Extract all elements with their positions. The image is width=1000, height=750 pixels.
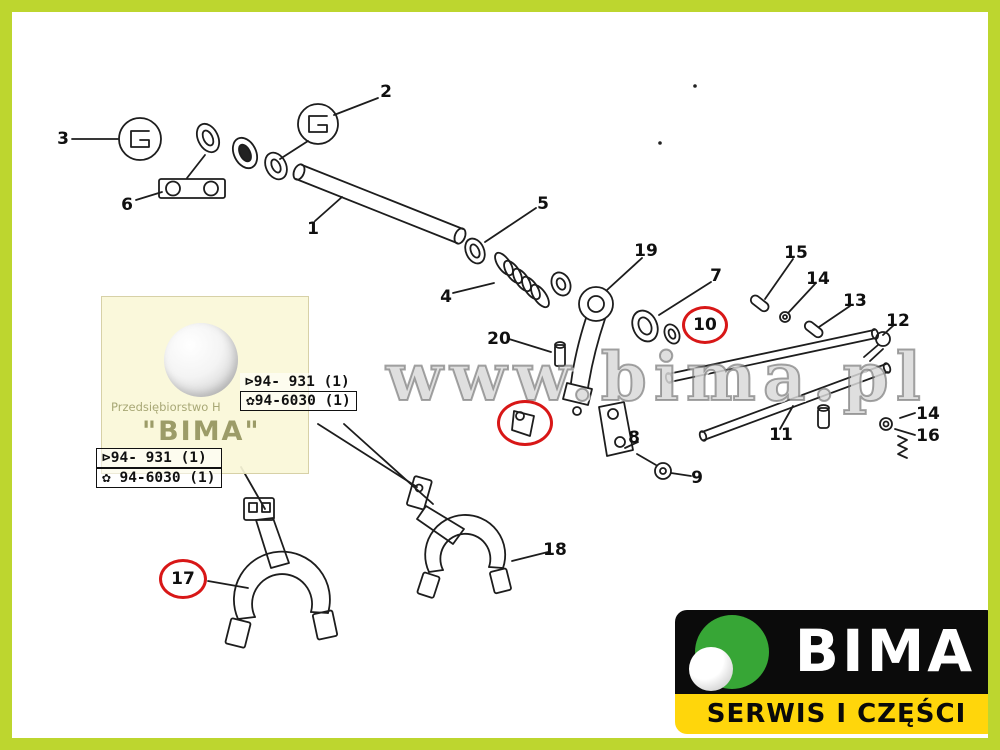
part-label-14: 14 — [916, 404, 940, 424]
bima-logo: BIMA SERWIS I CZĘŚCI — [675, 610, 988, 734]
part-label-13: 13 — [843, 291, 867, 311]
part-label-7: 7 — [710, 266, 722, 286]
watermark-company-name: "BIMA" — [142, 416, 261, 447]
red-highlight-ellipse — [159, 559, 207, 599]
red-highlight-ellipse — [497, 400, 553, 446]
logo-tagline-bar: SERWIS I CZĘŚCI — [675, 694, 988, 734]
logo-tagline-text: SERWIS I CZĘŚCI — [706, 699, 967, 729]
part-label-5: 5 — [537, 194, 549, 214]
part-code-line: ✿94-6030 (1) — [240, 391, 357, 411]
logo-white-ball-icon — [689, 647, 733, 691]
part-label-16: 16 — [916, 426, 940, 446]
part-label-12: 12 — [886, 311, 910, 331]
part-label-18: 18 — [543, 540, 567, 560]
part-label-8: 8 — [628, 428, 640, 448]
logo-brand-text: BIMA — [794, 617, 976, 685]
part-code-line: ⊳94- 931 (1) — [96, 448, 222, 468]
part-label-14: 14 — [806, 269, 830, 289]
part-label-3: 3 — [57, 129, 69, 149]
bima-logo-banner: BIMA — [675, 610, 988, 694]
part-label-4: 4 — [440, 287, 452, 307]
part-label-11: 11 — [769, 425, 793, 445]
part-code-line: ⊳94- 931 (1) — [240, 373, 357, 391]
part-label-6: 6 — [121, 195, 133, 215]
part-label-20: 20 — [487, 329, 511, 349]
part-label-1: 1 — [307, 219, 319, 239]
part-label-2: 2 — [380, 82, 392, 102]
part-label-9: 9 — [691, 468, 703, 488]
part-code-line: ✿ 94-6030 (1) — [96, 468, 222, 488]
watermark-url-text: www.bima.pl — [385, 337, 928, 417]
watermark-company-line: Przedsiębiorstwo H — [111, 400, 221, 414]
parts-diagram-drawing — [71, 84, 916, 649]
part-code-box-upper: ⊳94- 931 (1) ✿94-6030 (1) — [240, 373, 357, 411]
watermark-ball-icon — [164, 323, 238, 397]
part-code-box-lower: ⊳94- 931 (1) ✿ 94-6030 (1) — [96, 448, 222, 488]
part-label-15: 15 — [784, 243, 808, 263]
part-label-19: 19 — [634, 241, 658, 261]
red-highlight-ellipse — [682, 306, 728, 344]
